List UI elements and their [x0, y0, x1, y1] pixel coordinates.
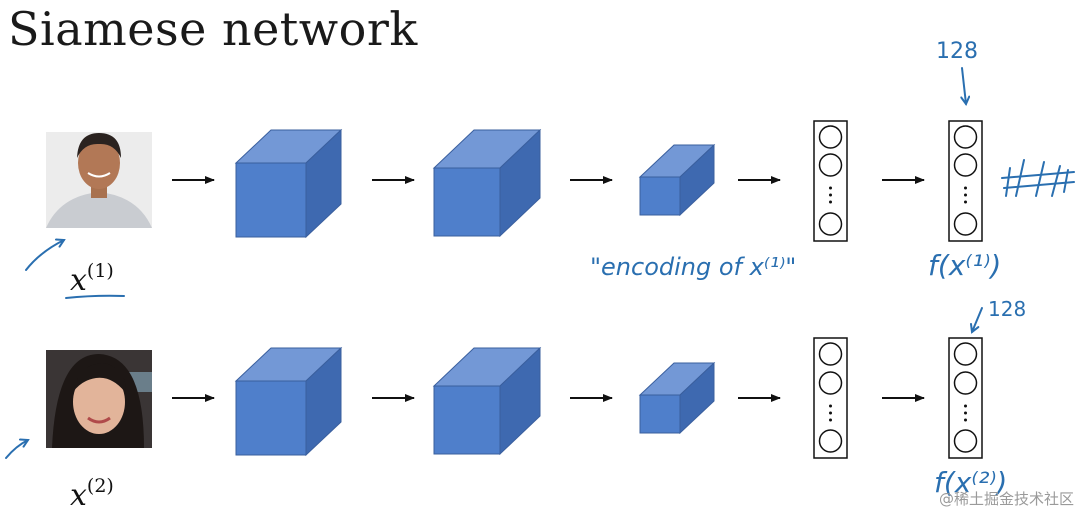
- face-photo-man: [46, 132, 152, 228]
- output-label-f-x1: f(x⁽¹⁾): [928, 249, 1001, 282]
- conv-volume-1: [234, 346, 343, 457]
- bottom-row: x(2) f(x⁽²⁾) 128: [5, 297, 1026, 513]
- conv-volume-3: [638, 361, 716, 435]
- dimension-128-top: 128: [936, 39, 978, 64]
- watermark: @稀土掘金技术社区: [938, 490, 1074, 508]
- pointer-arrow-mark: [25, 240, 64, 271]
- face-photo-woman: [46, 350, 152, 448]
- pointer-arrow-mark: [5, 440, 28, 459]
- underline-mark: [65, 294, 125, 299]
- conv-volume-2: [432, 128, 542, 238]
- fc-layer: [813, 337, 848, 459]
- fc-layer: [813, 120, 848, 242]
- top-row: x(1) "encoding of x⁽¹⁾" f(x⁽¹⁾) 128: [25, 39, 1075, 299]
- conv-volume-1: [234, 128, 343, 239]
- hash-marks: [1001, 159, 1075, 197]
- conv-volume-3: [638, 143, 716, 217]
- encoding-annotation: "encoding of x⁽¹⁾": [590, 253, 796, 281]
- dimension-128-bottom: 128: [988, 297, 1026, 321]
- dimension-arrow: [962, 67, 966, 104]
- conv-volume-2: [432, 346, 542, 456]
- input-label-x2: x(2): [70, 475, 114, 513]
- encoding-layer: [948, 337, 983, 459]
- output-label-f-x2: f(x⁽²⁾): [934, 466, 1007, 499]
- dimension-arrow: [972, 307, 983, 332]
- input-label-x1: x(1): [70, 260, 114, 298]
- encoding-layer: [948, 120, 983, 242]
- page-title: Siamese network: [8, 2, 418, 56]
